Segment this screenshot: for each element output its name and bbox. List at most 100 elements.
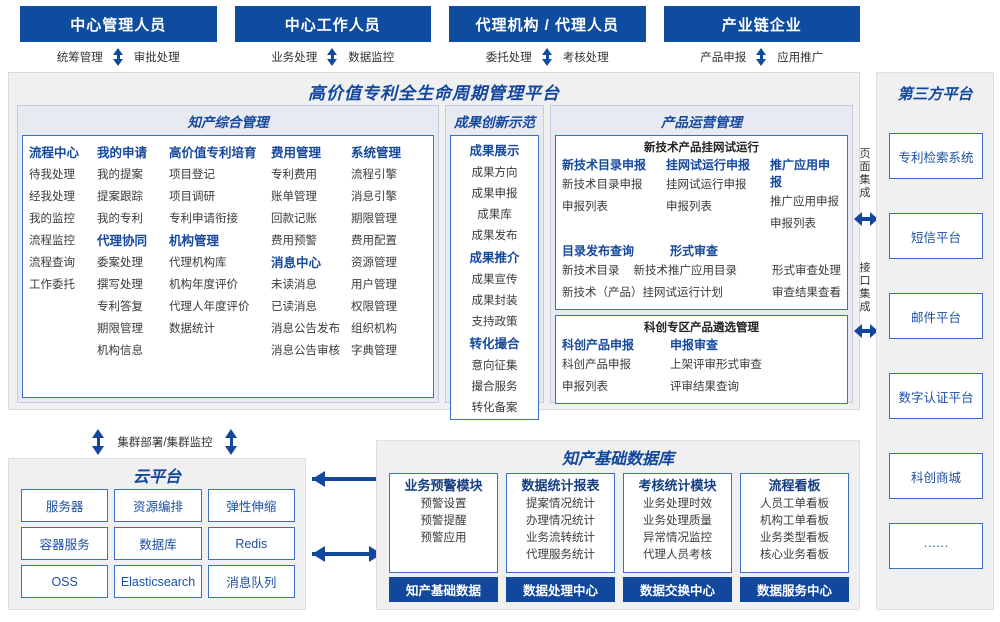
third-party-box[interactable]: 数字认证平台 [889,373,983,419]
database-footer[interactable]: 数据交换中心 [623,577,732,602]
menu-item[interactable]: 期限管理 [97,323,143,335]
menu-item[interactable]: 工作委托 [29,279,75,291]
menu-item[interactable]: 待我处理 [29,169,75,181]
module-item[interactable]: 业务处理时效 [643,498,712,510]
menu-item[interactable]: 新技术（产品）挂网试运行计划 [562,287,723,299]
database-footer[interactable]: 数据处理中心 [506,577,615,602]
menu-item[interactable]: 撰写处理 [97,279,143,291]
menu-item[interactable]: 形式审查处理 [772,265,841,277]
menu-item[interactable]: 资源管理 [351,257,397,269]
cloud-cell[interactable]: Elasticsearch [114,565,202,598]
menu-item[interactable]: 撮合服务 [471,381,518,393]
menu-item[interactable]: 回款记账 [271,213,317,225]
cloud-cell[interactable]: 消息队列 [207,565,295,598]
role-box[interactable]: 代理机构 / 代理人员 [449,6,646,42]
module-item[interactable]: 代理人员考核 [643,549,712,561]
module-item[interactable]: 代理服务统计 [526,549,595,561]
third-party-box[interactable]: 邮件平台 [889,293,983,339]
menu-item[interactable]: 审查结果查看 [772,287,841,299]
menu-item[interactable]: 已读消息 [271,301,317,313]
menu-item[interactable]: 申报列表 [562,201,608,213]
menu-item[interactable]: 流程引擎 [351,169,397,181]
menu-item[interactable]: 申报列表 [770,218,816,230]
menu-item[interactable]: 成果申报 [471,188,518,200]
third-party-box[interactable]: 短信平台 [889,213,983,259]
menu-item[interactable]: 数据统计 [169,323,215,335]
database-footer[interactable]: 数据服务中心 [740,577,849,602]
module-item[interactable]: 机构工单看板 [760,515,829,527]
menu-item[interactable]: 推广应用申报 [770,196,839,208]
module-item[interactable]: 预警应用 [420,532,467,544]
menu-item[interactable]: 申报列表 [562,381,608,393]
menu-item[interactable]: 代理人年度评价 [169,301,250,313]
module-item[interactable]: 业务类型看板 [760,532,829,544]
cloud-cell[interactable]: 容器服务 [21,527,109,560]
menu-item[interactable]: 流程监控 [29,235,75,247]
menu-item[interactable]: 我的提案 [97,169,143,181]
module-item[interactable]: 预警设置 [420,498,467,510]
module-item[interactable]: 业务流转统计 [526,532,595,544]
menu-item[interactable]: 组织机构 [351,323,397,335]
third-party-box[interactable]: ······ [889,523,983,569]
menu-item[interactable]: 意向征集 [471,360,518,372]
menu-item[interactable]: 项目调研 [169,191,215,203]
menu-item[interactable]: 费用预警 [271,235,317,247]
menu-item[interactable]: 科创产品申报 [562,359,631,371]
menu-item[interactable]: 期限管理 [351,213,397,225]
menu-item[interactable]: 专利答复 [97,301,143,313]
cloud-cell[interactable]: OSS [21,565,109,598]
cloud-cell[interactable]: 数据库 [114,527,202,560]
menu-item[interactable]: 费用配置 [351,235,397,247]
menu-item[interactable]: 流程查询 [29,257,75,269]
database-footer[interactable]: 知产基础数据 [389,577,498,602]
role-box[interactable]: 产业链企业 [663,6,860,42]
menu-item[interactable]: 挂网试运行申报 [666,179,747,191]
module-item[interactable]: 办理情况统计 [526,515,595,527]
menu-item[interactable]: 成果宣传 [471,274,518,286]
menu-item[interactable]: 新技术推广应用目录 [633,265,738,277]
menu-item[interactable]: 消息公告发布 [271,323,340,335]
role-box[interactable]: 中心管理人员 [20,6,217,42]
role-box[interactable]: 中心工作人员 [234,6,431,42]
module-item[interactable]: 人员工单看板 [760,498,829,510]
menu-item[interactable]: 我的监控 [29,213,75,225]
menu-item[interactable]: 成果方向 [471,167,518,179]
menu-item[interactable]: 成果发布 [471,230,518,242]
menu-item[interactable]: 新技术目录申报 [562,179,643,191]
menu-item[interactable]: 字典管理 [351,345,397,357]
module-item[interactable]: 预警提醒 [420,515,467,527]
menu-item[interactable]: 未读消息 [271,279,317,291]
menu-item[interactable]: 权限管理 [351,301,397,313]
module-item[interactable]: 业务处理质量 [643,515,712,527]
menu-item[interactable]: 消息引擎 [351,191,397,203]
menu-item[interactable]: 申报列表 [666,201,712,213]
module-item[interactable]: 异常情况监控 [643,532,712,544]
cloud-cell[interactable]: 服务器 [21,489,109,522]
cloud-cell[interactable]: 资源编排 [114,489,202,522]
menu-item[interactable]: 项目登记 [169,169,215,181]
menu-item[interactable]: 专利申请衔接 [169,213,238,225]
menu-item[interactable]: 消息公告审核 [271,345,340,357]
menu-item[interactable]: 机构年度评价 [169,279,238,291]
third-party-box[interactable]: 科创商城 [889,453,983,499]
menu-item[interactable]: 经我处理 [29,191,75,203]
menu-item[interactable]: 代理机构库 [169,257,227,269]
menu-item[interactable]: 用户管理 [351,279,397,291]
module-item[interactable]: 提案情况统计 [526,498,595,510]
module-item[interactable]: 核心业务看板 [760,549,829,561]
menu-item[interactable]: 机构信息 [97,345,143,357]
menu-item[interactable]: 新技术目录 [562,265,620,277]
menu-item[interactable]: 上架评审形式审查 [670,359,762,371]
menu-item[interactable]: 我的专利 [97,213,143,225]
menu-item[interactable]: 评审结果查询 [670,381,739,393]
menu-item[interactable]: 成果库 [477,209,512,221]
menu-item[interactable]: 专利费用 [271,169,317,181]
menu-item[interactable]: 成果封装 [471,295,518,307]
menu-item[interactable]: 支持政策 [471,316,518,328]
cloud-cell[interactable]: 弹性伸缩 [207,489,295,522]
menu-item[interactable]: 提案跟踪 [97,191,143,203]
menu-item[interactable]: 转化备案 [471,402,518,414]
menu-item[interactable]: 委案处理 [97,257,143,269]
menu-item[interactable]: 账单管理 [271,191,317,203]
cloud-cell[interactable]: Redis [207,527,295,560]
